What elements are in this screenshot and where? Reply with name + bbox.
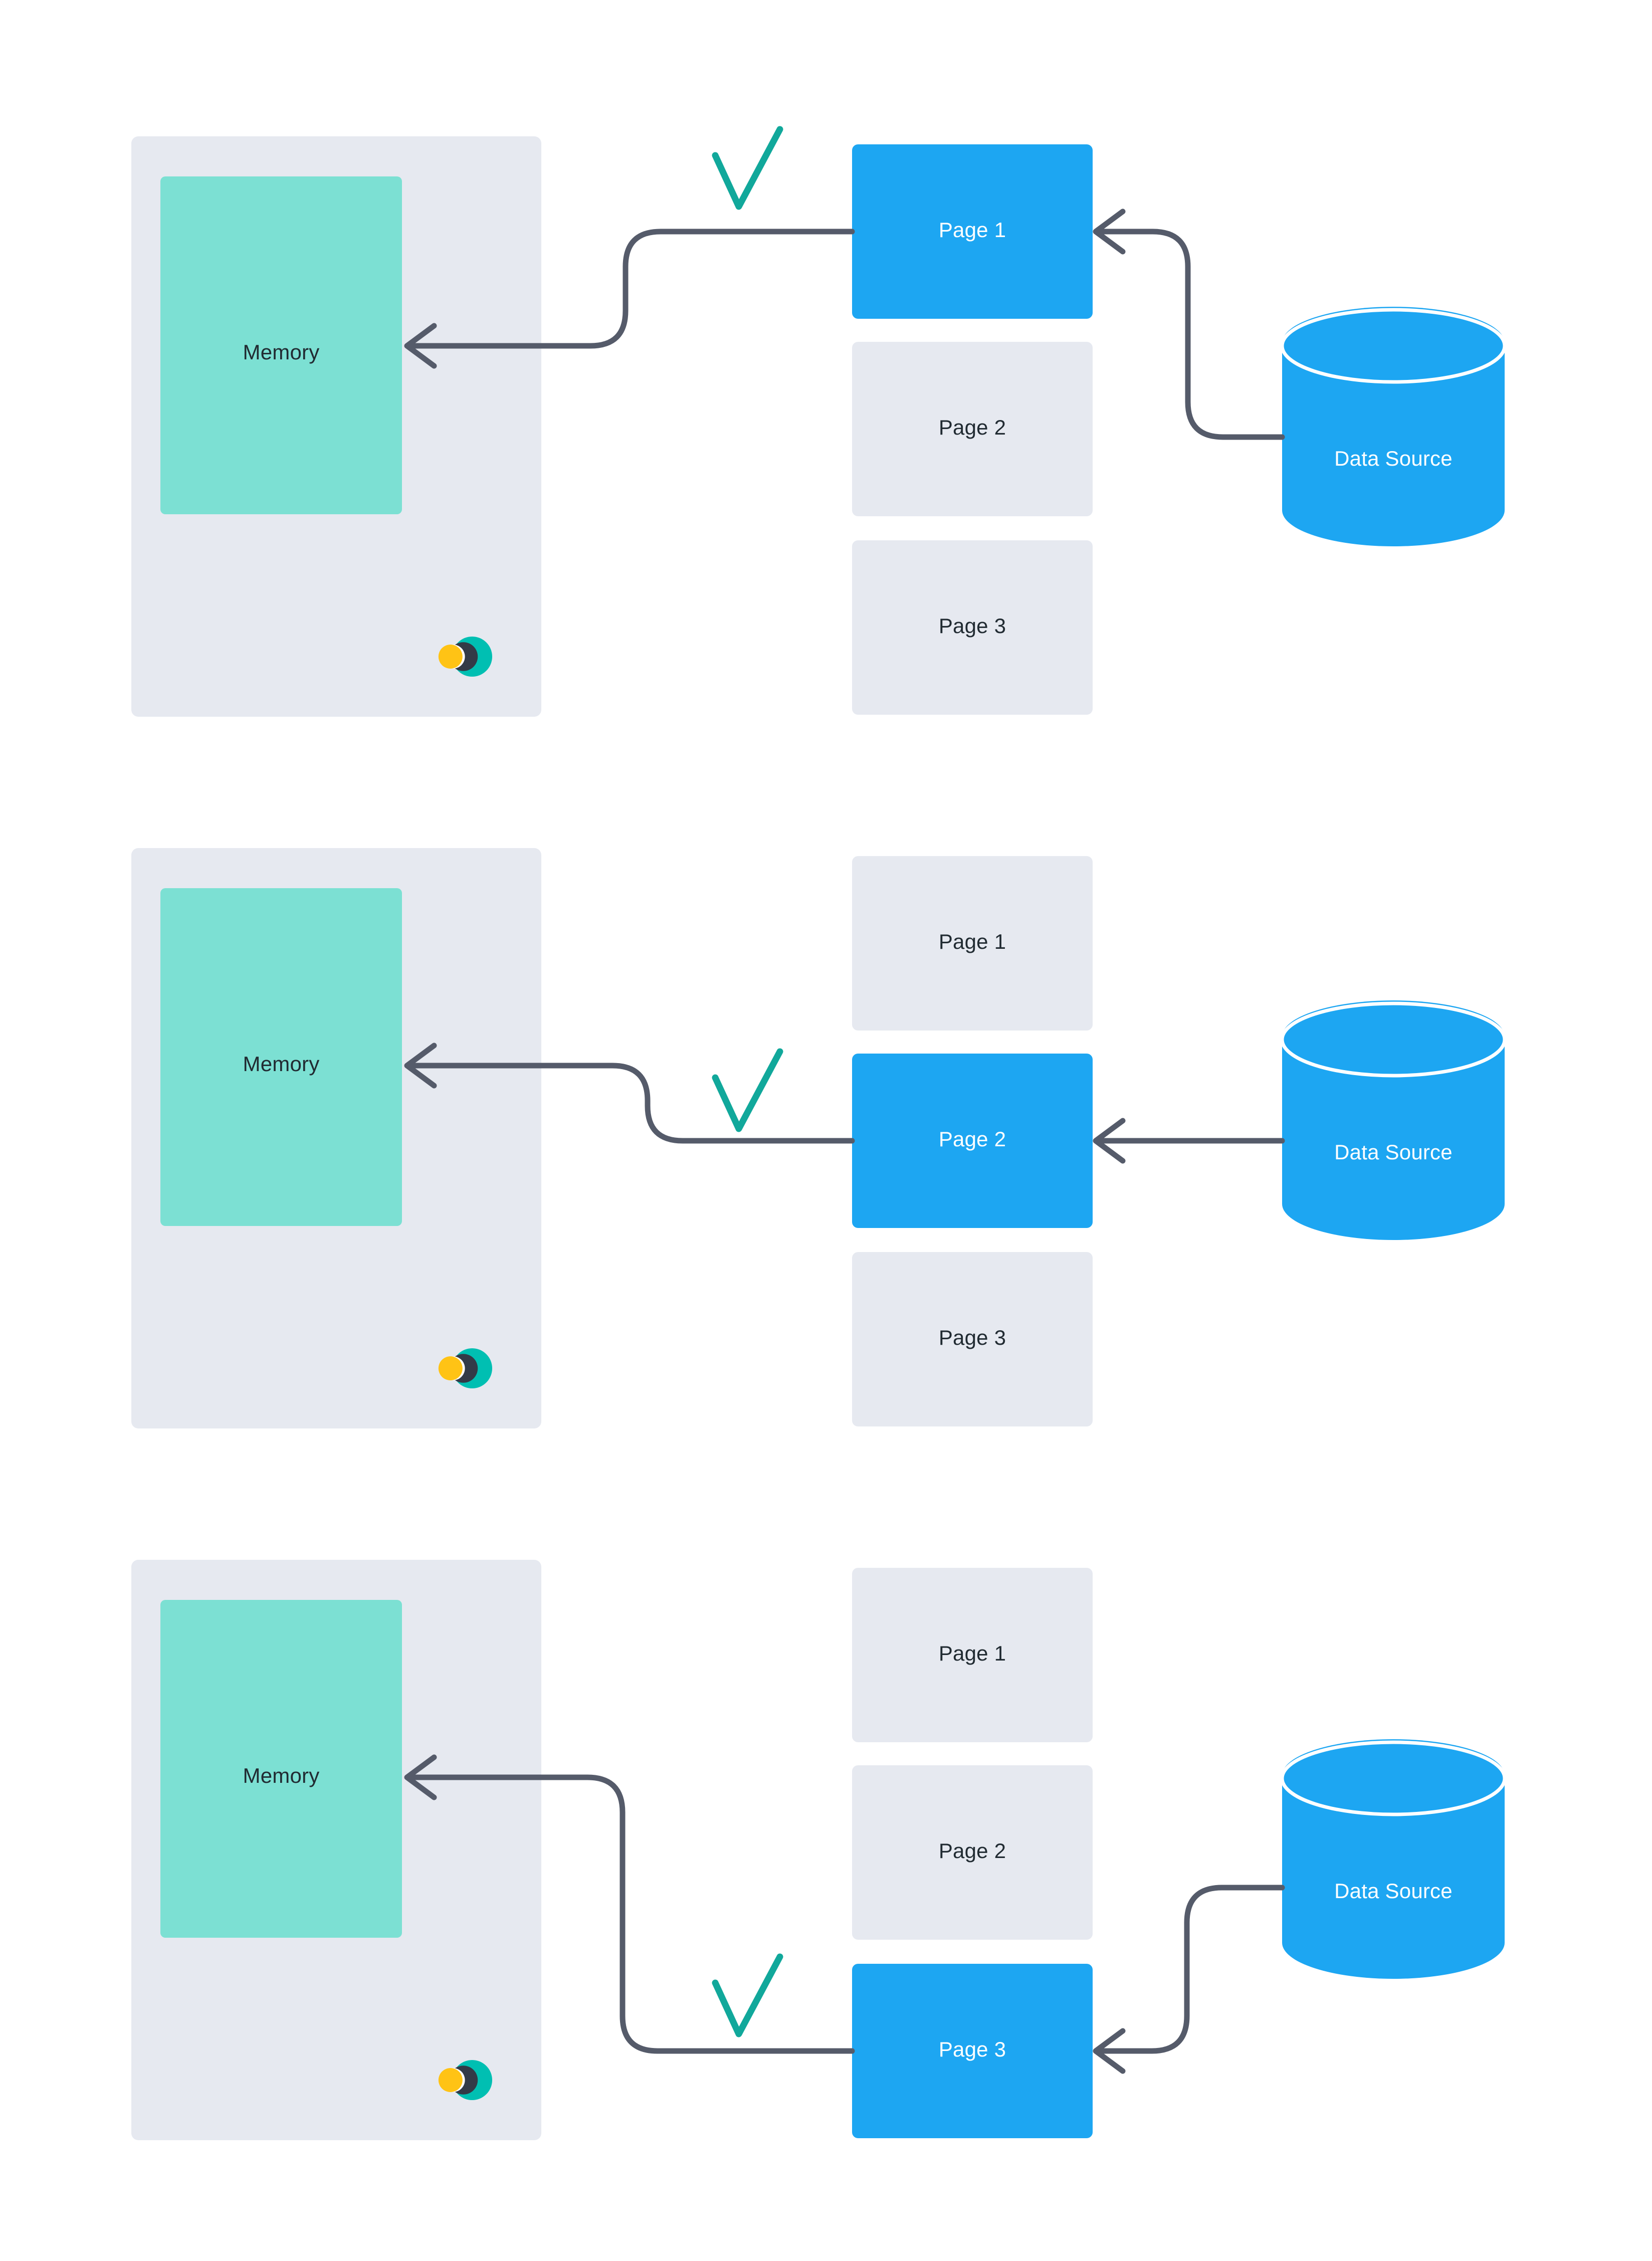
page-label-1: Page 1 <box>939 930 1006 953</box>
datasource-label: Data Source <box>1334 1140 1453 1164</box>
database-cylinder-icon[interactable] <box>1280 307 1507 546</box>
memory-block[interactable] <box>160 888 402 1226</box>
page-label-1: Page 1 <box>939 1641 1006 1665</box>
connector-page-to-memory <box>408 1063 855 1144</box>
page-box-3[interactable] <box>852 540 1093 715</box>
datasource-label: Data Source <box>1334 1879 1453 1903</box>
page-box-1[interactable] <box>852 856 1093 1031</box>
step-3-group: Memory Page 1 Page 2 Page 3 Data Source <box>131 1560 1507 2140</box>
page-box-2[interactable] <box>852 1765 1093 1940</box>
arrow-left-icon <box>1093 209 1126 255</box>
page-label-2: Page 2 <box>939 416 1006 439</box>
page-label-2: Page 2 <box>939 1127 1006 1151</box>
check-icon <box>712 1048 783 1132</box>
memory-label: Memory <box>243 1052 320 1076</box>
page-box-2[interactable] <box>852 1054 1093 1228</box>
arrow-left-icon <box>404 1043 437 1089</box>
step-2-group: Memory Page 1 Page 2 Page 3 Data Source <box>131 848 1507 1428</box>
page-box-1[interactable] <box>852 1568 1093 1742</box>
memory-block[interactable] <box>160 1600 402 1938</box>
connector-page-to-memory <box>408 229 855 349</box>
connector-datasource-to-page <box>1094 229 1285 440</box>
check-icon <box>712 126 783 210</box>
arrow-left-icon <box>1093 1118 1126 1164</box>
memory-label: Memory <box>243 1764 320 1787</box>
memory-label: Memory <box>243 340 320 364</box>
memory-block[interactable] <box>160 176 402 514</box>
page-label-2: Page 2 <box>939 1839 1006 1863</box>
page-label-3: Page 3 <box>939 614 1006 638</box>
arrow-left-icon <box>404 323 437 369</box>
connector-datasource-to-page <box>1094 1885 1285 2054</box>
page-label-3: Page 3 <box>939 1326 1006 1349</box>
page-box-3[interactable] <box>852 1964 1093 2138</box>
arrow-left-icon <box>1093 2028 1126 2074</box>
datasource-label: Data Source <box>1334 447 1453 470</box>
page-box-3[interactable] <box>852 1252 1093 1426</box>
page-box-2[interactable] <box>852 342 1093 516</box>
page-box-1[interactable] <box>852 144 1093 319</box>
database-cylinder-icon[interactable] <box>1280 1000 1507 1240</box>
page-label-3: Page 3 <box>939 2037 1006 2061</box>
check-icon <box>712 1953 783 2037</box>
database-cylinder-icon[interactable] <box>1280 1739 1507 1979</box>
connector-page-to-memory <box>408 1774 855 2054</box>
arrow-left-icon <box>404 1754 437 1800</box>
page-label-1: Page 1 <box>939 218 1006 242</box>
step-1-group: Memory Page 1 Page 2 Page 3 Data Source <box>131 126 1507 717</box>
